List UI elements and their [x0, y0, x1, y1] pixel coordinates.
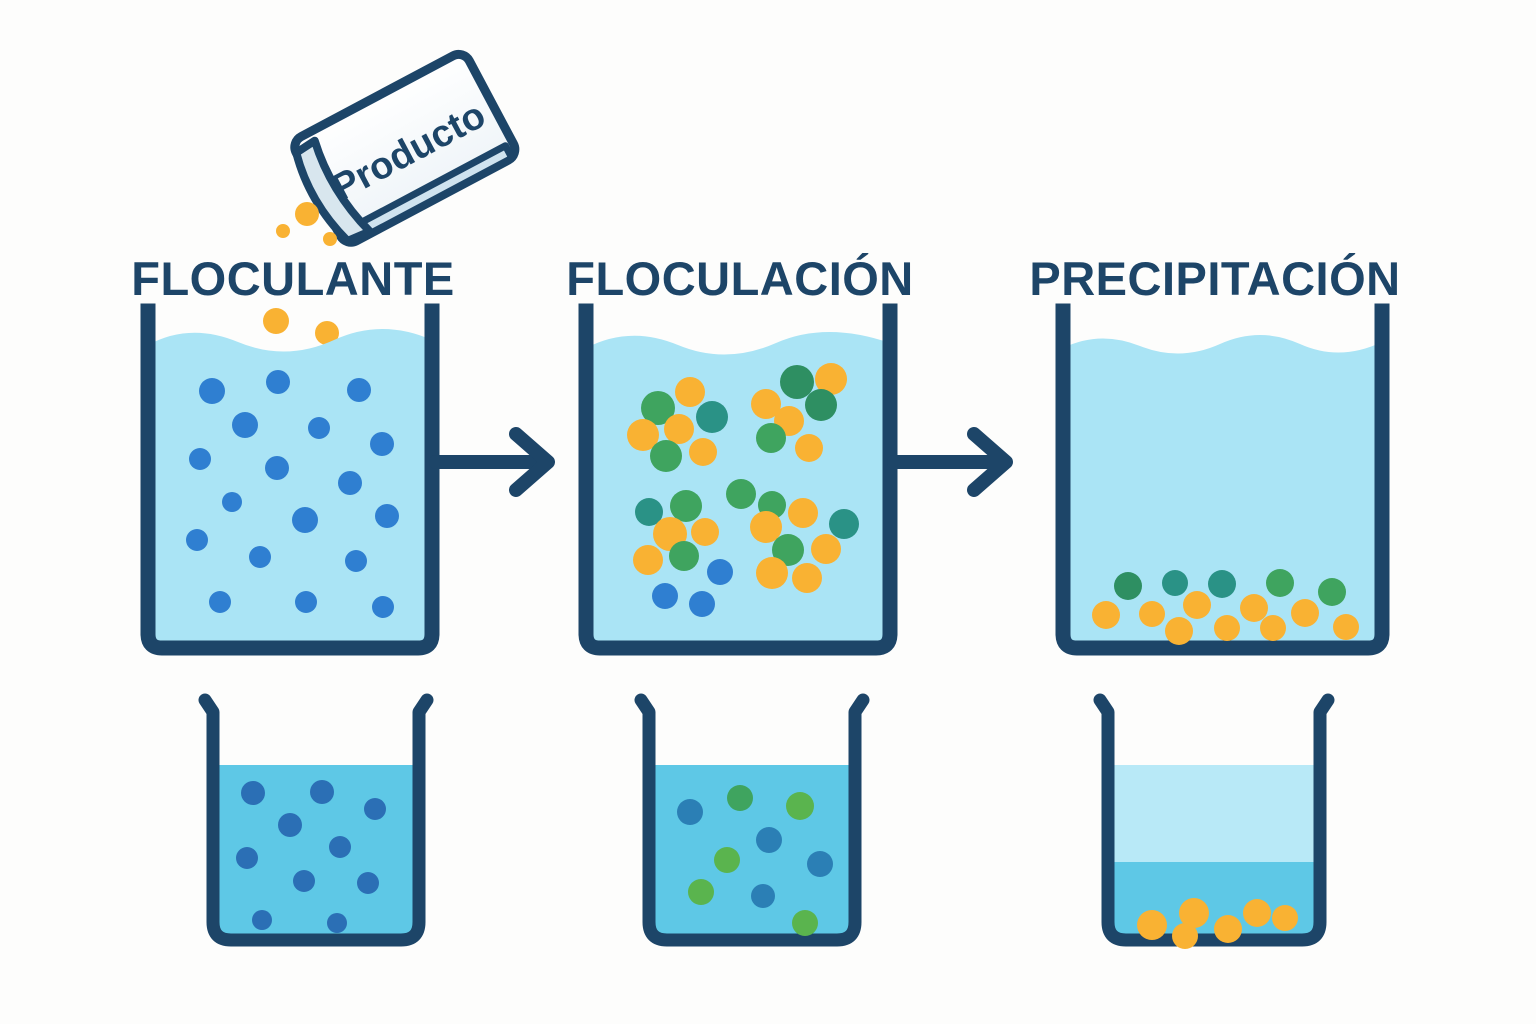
beaker-particles: [186, 370, 399, 618]
beaker-outline: [578, 303, 898, 656]
falling-flocculant-particles: [263, 202, 339, 345]
stage-title-floculante: FLOCULANTE: [131, 252, 455, 305]
stage-title-precipitacion: PRECIPITACIÓN: [1029, 252, 1400, 305]
clarified-layer: [1108, 765, 1320, 862]
top-beaker-floculacion[interactable]: [578, 303, 898, 656]
beaker-outline-with-rim: [634, 693, 870, 947]
bottom-beaker-precipitacion[interactable]: [1093, 693, 1335, 949]
settled-precipitate: [1092, 569, 1359, 645]
beaker-particles: [236, 780, 386, 933]
stage-title-floculacion: FLOCULACIÓN: [566, 252, 914, 305]
beaker-outline: [140, 303, 440, 656]
beaker-outline: [1055, 303, 1390, 656]
bottom-beaker-floculacion[interactable]: [634, 693, 870, 947]
beaker-outline-with-rim: [198, 693, 434, 947]
packet-pour-opening: [292, 136, 374, 245]
arrowhead-icon: [967, 427, 1013, 497]
falling-particle: [276, 224, 290, 238]
falling-particle: [323, 232, 337, 246]
top-beaker-floculante[interactable]: [140, 303, 440, 656]
beaker-outline-with-rim: [1093, 693, 1335, 947]
falling-particle: [295, 202, 319, 226]
falling-particle: [263, 308, 289, 334]
arrowhead-icon: [509, 427, 555, 497]
beaker-particles: [677, 785, 833, 936]
bottom-beaker-floculante[interactable]: [198, 693, 434, 947]
settled-precipitate: [1137, 898, 1298, 949]
top-beaker-precipitacion[interactable]: [1055, 303, 1390, 656]
flow-arrow-1: [429, 427, 555, 497]
product-packet[interactable]: Producto: [286, 49, 520, 249]
beaker-floc-clusters: [627, 363, 859, 617]
falling-particle: [315, 321, 339, 345]
flow-arrow-2: [887, 427, 1013, 497]
beaker-water: [1063, 335, 1382, 648]
